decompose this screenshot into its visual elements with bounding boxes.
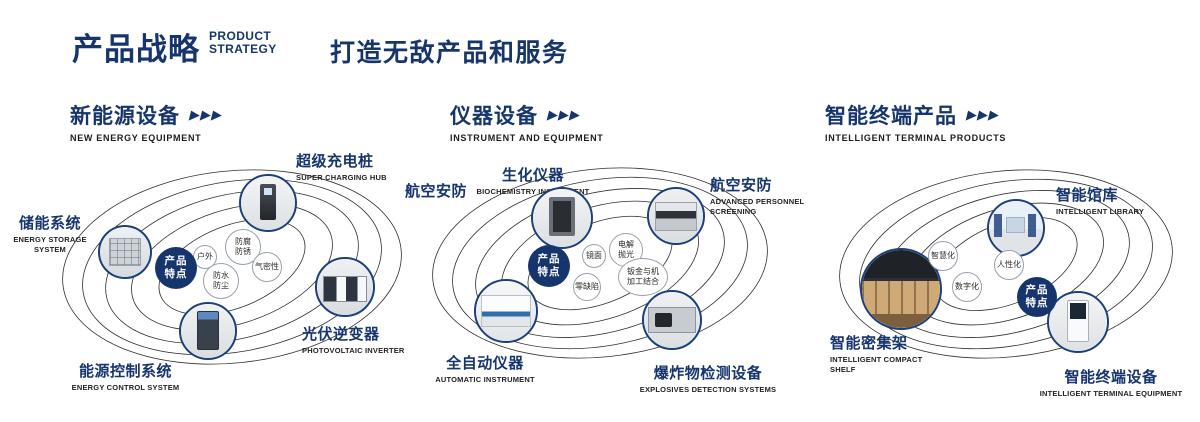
product-name-en: ENERGY STORAGE SYSTEM [13,235,87,254]
product-features-badge: 产品 特点 [155,247,197,289]
section-header-new-energy: 新能源设备 ▶▶▶ NEW ENERGY EQUIPMENT [70,100,225,143]
product-name: 爆炸物检测设备 [653,365,763,382]
product-name: 智能终端设备 [1064,369,1158,386]
page-title-en-line2: STRATEGY [209,41,277,56]
energy-control-system-photo [179,302,237,360]
badge-line1: 产品 [164,254,188,267]
product-name: 智能馆库 [1056,187,1119,204]
badge-line2: 特点 [537,266,561,278]
label-super-charging-hub: 超级充电桩 SUPER CHARGING HUB [296,150,408,183]
badge-line2: 特点 [164,268,188,280]
label-automatic-instrument: 全自动仪器 AUTOMATIC INSTRUMENT [430,352,540,385]
page-title-en-line1: PRODUCT [209,29,272,43]
product-name-en: AUTOMATIC INSTRUMENT [435,375,535,384]
explosives-detection-photo [642,290,702,350]
badge-line1: 产品 [537,252,561,265]
orbit-rings [62,169,402,365]
product-name-en: INTELLIGENT LIBRARY [1056,207,1145,216]
product-name-en: ENERGY CONTROL SYSTEM [71,383,180,392]
feature-bubble: 零缺陷 [573,273,601,301]
section-header-instrument: 仪器设备 ▶▶▶ INSTRUMENT AND EQUIPMENT [450,100,603,143]
label-explosives-detection: 爆炸物检测设备 EXPLOSIVES DETECTION SYSTEMS [638,362,778,395]
product-name: 智能密集架 [830,335,908,352]
triple-arrow-icon: ▶▶▶ [965,107,1002,122]
super-charging-hub-photo [239,174,297,232]
product-name: 航空安防 [710,177,773,194]
feature-bubble: 数字化 [952,272,982,302]
section-title-en: NEW ENERGY EQUIPMENT [70,133,202,143]
product-name: 生化仪器 [501,167,564,184]
photovoltaic-inverter-photo [315,257,375,317]
energy-storage-photo [98,225,152,279]
personnel-screening-photo [647,187,705,245]
feature-bubble: 气密性 [252,252,282,282]
product-features-badge: 产品 特点 [528,245,570,287]
section-title-en: INSTRUMENT AND EQUIPMENT [450,133,604,143]
biochemistry-instrument-photo [531,187,593,249]
product-name-en: ADVANCED PERSONNEL SCREENING [710,197,805,216]
section-title: 智能终端产品 [825,105,957,128]
section-title-en: INTELLIGENT TERMINAL PRODUCTS [825,133,1007,143]
feature-bubble: 智慧化 [928,241,958,271]
intelligent-terminal-photo [1047,291,1109,353]
product-name-en: BIOCHEMISTRY INSTRUMENT [476,187,590,196]
section-intelligent-terminal: 智能终端产品 ▶▶▶ INTELLIGENT TERMINAL PRODUCTS… [810,90,1200,420]
section-header-intelligent-terminal: 智能终端产品 ▶▶▶ INTELLIGENT TERMINAL PRODUCTS [825,100,1006,143]
feature-bubble: 镜面 [582,244,606,268]
section-instrument: 仪器设备 ▶▶▶ INSTRUMENT AND EQUIPMENT 航空安防 生… [400,90,810,420]
automatic-instrument-photo [474,279,538,343]
triple-arrow-icon: ▶▶▶ [188,107,225,122]
section-title: 新能源设备 [70,105,180,128]
product-name-en: INTELLIGENT COMPACT SHELF [830,355,923,374]
intelligent-library-photo [987,199,1045,257]
feature-bubble: 电解抛光 [609,233,643,267]
label-personnel-screening: 航空安防 ADVANCED PERSONNEL SCREENING [710,174,810,217]
badge-line2: 特点 [1025,297,1049,309]
badge-line1: 产品 [1025,283,1049,296]
product-name: 能源控制系统 [78,363,172,380]
brand: 产品战略 PRODUCT STRATEGY [72,24,277,69]
label-biochemistry-instrument: 生化仪器 BIOCHEMISTRY INSTRUMENT [472,164,594,197]
product-name: 全自动仪器 [446,355,524,372]
feature-bubble: 人性化 [994,250,1024,280]
product-name-en: PHOTOVOLTAIC INVERTER [302,346,405,355]
product-features-badge: 产品 特点 [1017,277,1057,317]
section-new-energy: 新能源设备 ▶▶▶ NEW ENERGY EQUIPMENT 储能系统 ENER… [0,90,420,420]
label-intelligent-terminal: 智能终端设备 INTELLIGENT TERMINAL EQUIPMENT [1036,366,1186,399]
section-title: 仪器设备 [450,105,538,128]
product-name-en: INTELLIGENT TERMINAL EQUIPMENT [1039,389,1183,398]
label-intelligent-compact-shelf: 智能密集架 INTELLIGENT COMPACT SHELF [830,332,948,375]
label-intelligent-library: 智能馆库 INTELLIGENT LIBRARY [1056,184,1166,217]
product-name: 储能系统 [18,215,81,232]
product-name: 超级充电桩 [296,153,374,170]
page-subtitle: 打造无敌产品和服务 [330,39,569,67]
page-title-en: PRODUCT STRATEGY [209,30,277,56]
product-name-en: SUPER CHARGING HUB [296,173,387,182]
page-title: 产品战略 [72,32,200,67]
label-photovoltaic-inverter: 光伏逆变器 PHOTOVOLTAIC INVERTER [302,323,420,356]
label-aviation-security-side: 航空安防 [405,183,468,200]
feature-bubble: 钣金与机加工结合 [618,258,668,296]
feature-bubble: 防水防尘 [203,263,239,299]
product-name: 光伏逆变器 [302,326,380,343]
label-energy-storage: 储能系统 ENERGY STORAGE SYSTEM [6,212,94,255]
triple-arrow-icon: ▶▶▶ [546,107,583,122]
product-name-en: EXPLOSIVES DETECTION SYSTEMS [639,385,777,394]
label-energy-control-system: 能源控制系统 ENERGY CONTROL SYSTEM [58,360,193,393]
